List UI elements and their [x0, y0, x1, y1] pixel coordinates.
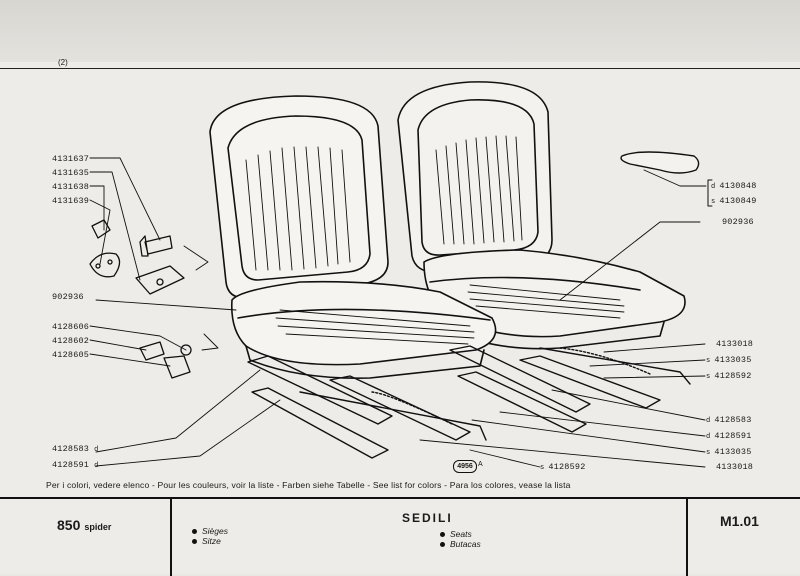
small-parts-left	[89, 219, 192, 379]
sheet-code: M1.01	[720, 513, 759, 529]
side-code: s	[540, 464, 545, 472]
armrest-part	[620, 151, 700, 174]
part-number-left: 4131635	[52, 168, 90, 178]
translation-fr: Sièges	[192, 526, 228, 536]
side-code: d	[711, 183, 716, 191]
part-number-left: 4131637	[52, 154, 90, 164]
part-number-left: 4128591 d	[52, 460, 99, 470]
part-number: 4128592	[714, 371, 752, 381]
right-seat-pleats	[435, 135, 625, 319]
side-code: d	[94, 446, 99, 454]
page-reference: (2)	[58, 58, 68, 67]
binder-strip	[0, 0, 800, 62]
left-seat	[209, 95, 497, 379]
model-number: 850	[57, 517, 81, 533]
part-number-right: 4133018	[716, 462, 754, 472]
translation-en: Seats	[440, 529, 481, 539]
part-number-right: 4133018	[716, 339, 754, 349]
left-seat-runners	[247, 355, 487, 459]
part-number-left: 4131639	[52, 196, 90, 206]
side-code: s	[706, 357, 711, 365]
drawing-stamp: 4956	[453, 460, 477, 473]
part-number: 4128583	[714, 415, 752, 425]
divider	[686, 499, 688, 576]
left-seat-pleats	[245, 146, 475, 345]
divider	[170, 499, 172, 576]
side-code: d	[706, 433, 711, 441]
color-note: Per i colori, vedere elenco - Pour les c…	[46, 480, 571, 490]
part-number: 4128583	[52, 444, 90, 454]
translations-right: Seats Butacas	[440, 529, 481, 549]
group-title: SEDILI	[402, 511, 453, 525]
part-number: 4128591	[52, 460, 90, 470]
part-number-left: 4128606	[52, 322, 90, 332]
part-number: 4130849	[719, 196, 757, 206]
part-number: 4128591	[714, 431, 752, 441]
right-seat-runners	[449, 345, 691, 433]
drawing-stamp-letter: A	[478, 461, 483, 468]
frame-top-line	[0, 68, 800, 69]
bracket-right	[707, 179, 713, 207]
model-variant: spider	[84, 522, 112, 532]
side-code: s	[706, 449, 711, 457]
part-number-left: 4128583 d	[52, 444, 99, 454]
side-code: d	[706, 417, 711, 425]
part-number: 4130848	[719, 181, 757, 191]
part-number-left: 902936	[52, 292, 84, 302]
part-number: 4133035	[714, 447, 752, 457]
part-number-right: 902936	[722, 217, 754, 227]
part-number-left: 4128605	[52, 350, 90, 360]
translations-left: Sièges Sitze	[192, 526, 228, 546]
side-code: d	[94, 462, 99, 470]
side-code: s	[711, 198, 716, 206]
part-number: 4133035	[714, 355, 752, 365]
part-number: 4128592	[548, 462, 586, 472]
part-number-left: 4128602	[52, 336, 90, 346]
translation-de: Sitze	[192, 536, 228, 546]
part-number-left: 4131638	[52, 182, 90, 192]
leader-lines	[89, 157, 707, 468]
translation-es: Butacas	[440, 539, 481, 549]
side-code: s	[706, 373, 711, 381]
